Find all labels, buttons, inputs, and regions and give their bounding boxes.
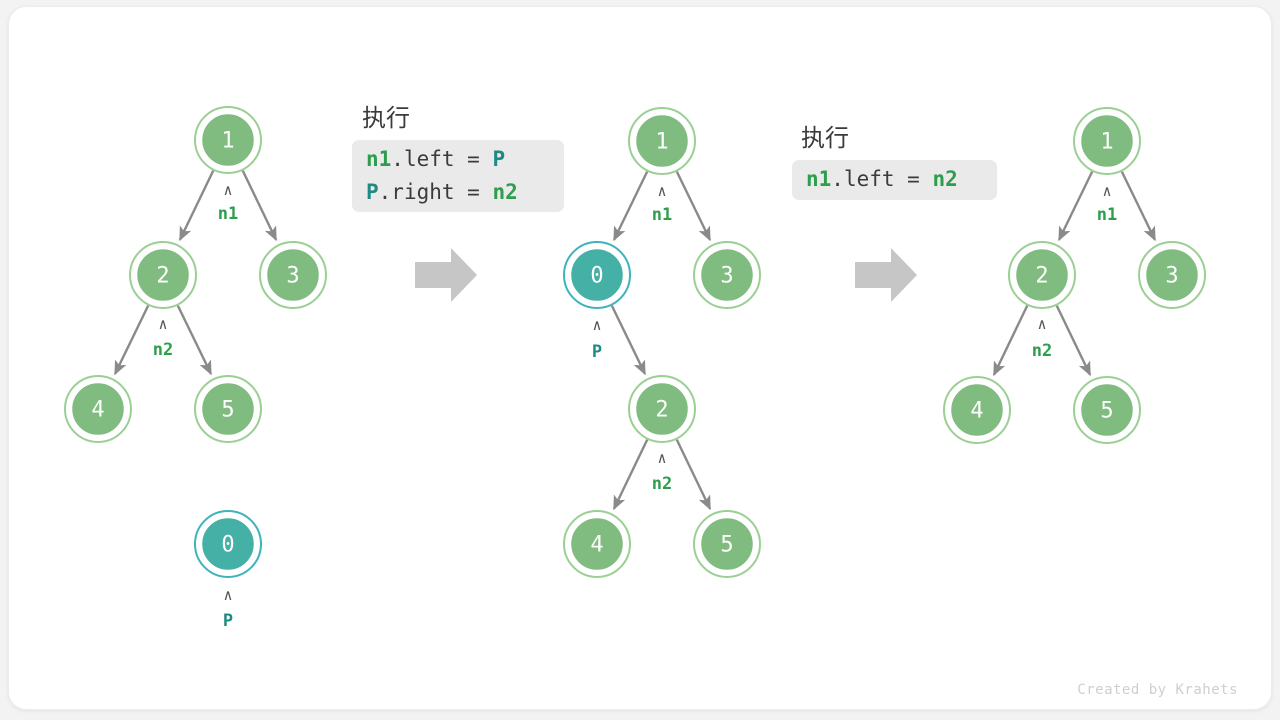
node-value: 0 — [221, 533, 234, 558]
pointer-label-n2: n2 — [652, 474, 672, 494]
pointer-label-n1: n1 — [1097, 205, 1117, 225]
pointer-caret-icon: ∧ — [1037, 315, 1046, 333]
pointer-caret-icon: ∧ — [592, 316, 601, 334]
code-token: .left = — [831, 167, 933, 191]
step-1-tree: 1 ∧ n1 2 ∧ n2 3 4 5 0 ∧ P — [64, 106, 327, 631]
code-token: P — [366, 180, 379, 204]
pointer-caret-icon: ∧ — [657, 449, 666, 467]
code-token: n1 — [806, 167, 832, 191]
code-token: n2 — [932, 167, 958, 191]
tree-edge — [176, 305, 213, 376]
code-token: P — [492, 147, 506, 171]
pointer-caret-icon: ∧ — [223, 586, 232, 604]
tree-edge — [675, 171, 712, 242]
node-value: 4 — [590, 533, 603, 558]
node-value: 2 — [655, 398, 668, 423]
code-token: .left = — [391, 147, 493, 171]
tree-edge — [1055, 305, 1092, 377]
tree-node-4: 4 — [563, 510, 631, 578]
node-value: 0 — [590, 264, 603, 289]
tree-node-0: 0 — [194, 510, 262, 578]
code-line: n1.left = P — [366, 143, 550, 176]
tree-edge — [992, 305, 1029, 377]
node-value: 1 — [1100, 130, 1113, 155]
node-value: 5 — [221, 398, 234, 423]
code-line: n1.left = n2 — [806, 163, 983, 196]
tree-node-3: 3 — [693, 241, 761, 309]
pointer-caret-icon: ∧ — [158, 315, 167, 333]
node-value: 1 — [655, 130, 668, 155]
code-snippet: n1.left = n2 — [792, 160, 997, 200]
tree-edge — [612, 171, 649, 242]
exec-caption: 执行 — [362, 104, 410, 132]
pointer-label-n1: n1 — [652, 205, 672, 225]
tree-edge — [610, 305, 647, 376]
node-value: 3 — [286, 264, 299, 289]
step-2-tree: 1 ∧ n1 0 ∧ P 3 2 ∧ n2 4 5 — [563, 107, 761, 578]
code-token: n2 — [492, 180, 518, 204]
pointer-label-P: P — [223, 611, 233, 631]
code-line: P.right = n2 — [366, 176, 550, 209]
node-value: 3 — [720, 264, 733, 289]
tree-edge — [612, 439, 649, 511]
tree-edge — [675, 439, 712, 511]
credit-text: Created by Krahets — [1077, 682, 1238, 698]
exec-caption: 执行 — [801, 124, 849, 152]
pointer-label-n2: n2 — [1032, 341, 1052, 361]
node-value: 3 — [1165, 264, 1178, 289]
pointer-label-n2: n2 — [153, 340, 173, 360]
tree-edge — [178, 170, 215, 242]
node-value: 2 — [1035, 264, 1048, 289]
tree-node-4: 4 — [943, 376, 1011, 444]
step-transition-arrow — [855, 248, 917, 302]
tree-edge — [113, 305, 150, 376]
tree-node-3: 3 — [259, 241, 327, 309]
tree-node-3: 3 — [1138, 241, 1206, 309]
node-value: 2 — [156, 264, 169, 289]
tree-node-2: 2 — [129, 241, 197, 309]
tree-node-1: 1 — [628, 107, 696, 175]
tree-node-5: 5 — [1073, 376, 1141, 444]
tree-node-2: 2 — [1008, 241, 1076, 309]
code-token: .right = — [378, 180, 493, 204]
tree-edge — [1057, 171, 1094, 242]
step-transition-arrow — [415, 248, 477, 302]
tree-node-1: 1 — [1073, 107, 1141, 175]
tree-node-2: 2 — [628, 375, 696, 443]
tree-node-0: 0 — [563, 241, 631, 309]
tree-node-5: 5 — [693, 510, 761, 578]
pointer-label-P: P — [592, 342, 602, 362]
tree-edge — [241, 170, 278, 242]
node-value: 5 — [720, 533, 733, 558]
tree-edge — [1120, 171, 1157, 242]
node-value: 5 — [1100, 399, 1113, 424]
pointer-caret-icon: ∧ — [223, 181, 232, 199]
node-value: 4 — [91, 398, 104, 423]
node-value: 4 — [970, 399, 983, 424]
step-3-tree: 1 ∧ n1 2 ∧ n2 3 4 5 — [943, 107, 1206, 444]
tree-node-5: 5 — [194, 375, 262, 443]
code-token: n1 — [366, 147, 392, 171]
tree-node-1: 1 — [194, 106, 262, 174]
pointer-label-n1: n1 — [218, 204, 238, 224]
pointer-caret-icon: ∧ — [657, 182, 666, 200]
node-value: 1 — [221, 129, 234, 154]
pointer-caret-icon: ∧ — [1102, 182, 1111, 200]
tree-node-4: 4 — [64, 375, 132, 443]
